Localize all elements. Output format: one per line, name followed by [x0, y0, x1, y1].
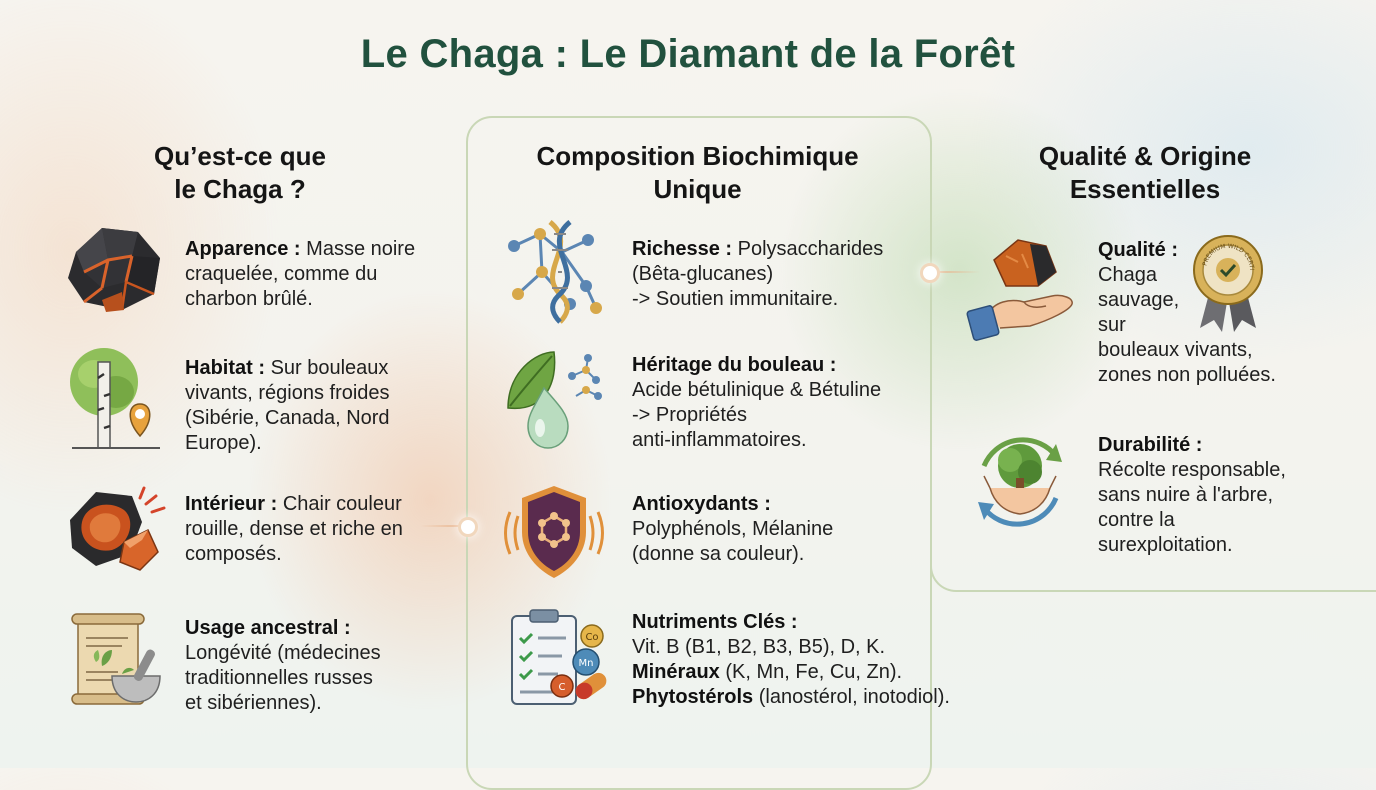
item-qualite: Qualité : Chaga sauvage, sur bouleaux vi… [1098, 239, 1276, 386]
connector-line-left [420, 525, 466, 527]
birch-tree-location-icon [70, 348, 160, 449]
svg-text:Mn: Mn [579, 658, 594, 669]
column-title-composition: Composition Biochimique Unique [536, 141, 859, 204]
shield-molecule-icon [504, 486, 604, 578]
item-antioxydants: Antioxydants : Polyphénols, Mélanine (do… [632, 493, 834, 565]
item-habitat: Habitat : Sur bouleaux vivants, régions … [185, 357, 390, 454]
connector-dot-right [920, 263, 940, 283]
item-interieur: Intérieur : Chair couleur rouille, dense… [185, 493, 403, 565]
svg-text:Co: Co [585, 632, 598, 643]
sustainable-tree-icon [978, 437, 1062, 527]
clipboard-nutrients-icon: Co Mn C [511, 609, 607, 705]
item-apparence: Apparence : Masse noire craquelée, comme… [185, 238, 416, 310]
item-heritage: Héritage du bouleau : Acide bétulinique … [632, 354, 882, 451]
page-title: Le Chaga : Le Diamant de la Forêt [360, 32, 1016, 76]
item-durabilite: Durabilité : Récolte responsable, sans n… [1098, 434, 1286, 556]
quality-badge-icon: PREMIUM WILD CERTIFIED [1190, 234, 1263, 332]
chaga-interior-icon [70, 486, 166, 571]
chaga-rock-icon [68, 228, 160, 312]
item-richesse: Richesse : Polysaccharides (Bêta-glucane… [632, 238, 884, 310]
svg-text:C: C [559, 682, 566, 693]
right-panel [930, 230, 1376, 592]
item-usage: Usage ancestral : Longévité (médecines t… [185, 617, 381, 714]
dna-molecule-icon [508, 220, 602, 324]
column-title-quality: Qualité & Origine Essentielles [1038, 141, 1252, 204]
column-title-what: Qu’est-ce que le Chaga ? [154, 141, 326, 204]
connector-dot-left [458, 517, 478, 537]
hand-chaga-icon [966, 239, 1073, 341]
connector-line-right [930, 271, 980, 273]
item-nutriments: Nutriments Clés : Vit. B (B1, B2, B3, B5… [632, 611, 950, 708]
scroll-mortar-icon [71, 613, 161, 705]
leaf-drop-icon [507, 351, 602, 449]
